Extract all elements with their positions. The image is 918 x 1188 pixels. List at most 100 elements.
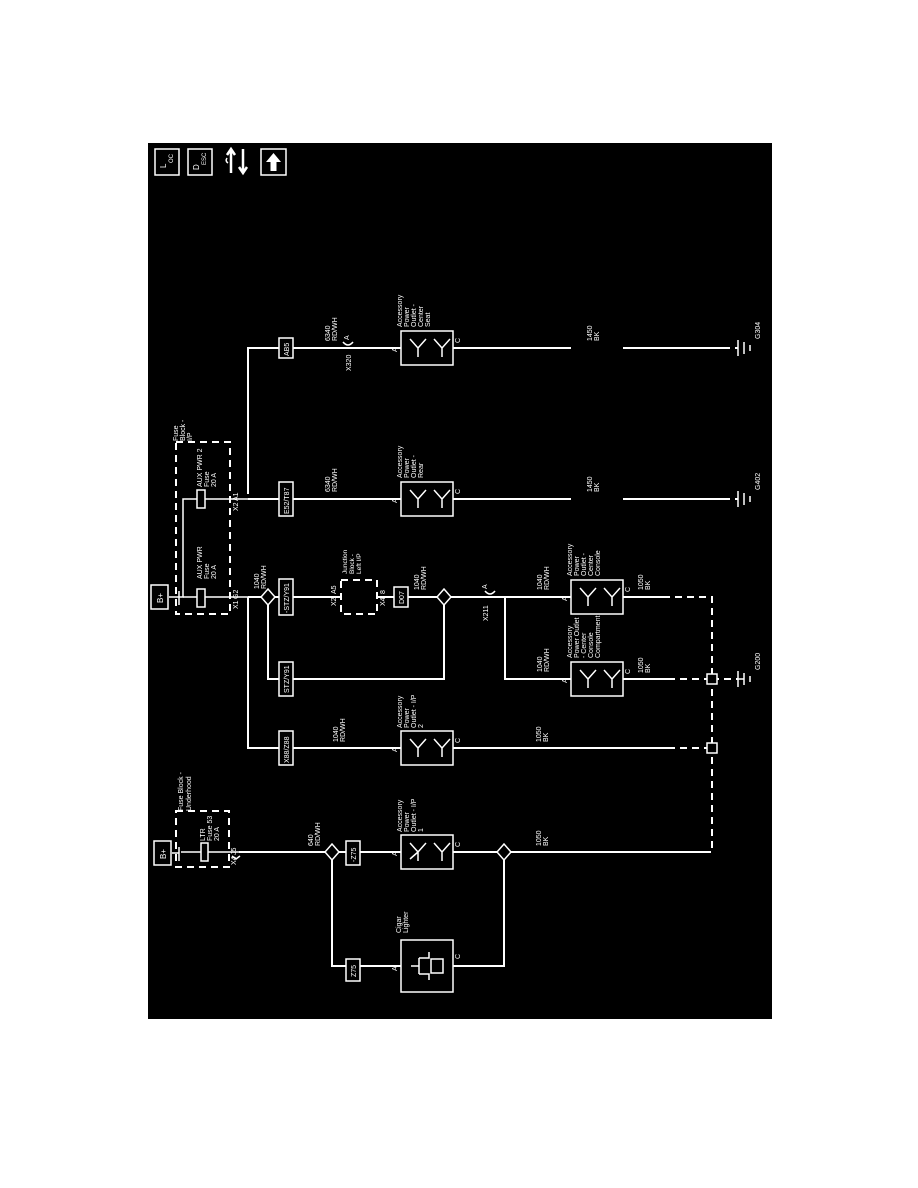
splice-1040-d07 — [436, 587, 452, 607]
wire-label-6340-seat-color: RD/WH — [332, 317, 339, 341]
junction-conn-out: X4 — [380, 597, 387, 606]
fuse-block-ip-title1: Fuse — [173, 425, 180, 441]
aux-pwr-fuse-rating: 20 A — [211, 565, 218, 579]
outlet-cc-title5: Console — [595, 550, 602, 576]
outlet-seat-title3: Outlet - — [411, 303, 418, 327]
opt-not-stz-box — [278, 578, 294, 616]
opt-z75-a-box — [345, 958, 361, 982]
splice-640 — [324, 842, 340, 862]
x211-label: X211 — [483, 605, 490, 621]
junction-pin-in: A5 — [331, 585, 338, 594]
outlet-ip1-title3: Outlet - I/P — [411, 798, 418, 832]
outlet-rear-pin-a: A — [392, 498, 399, 503]
outlet-seat-pin-c: C — [455, 338, 462, 343]
opt-ab5-box — [278, 337, 294, 359]
opt-e52-box — [278, 481, 294, 517]
wire-label-1050-b: 1050 — [536, 726, 543, 742]
desc-icon — [187, 148, 213, 176]
underhood-pin: J5 — [231, 848, 238, 856]
opt-x88-label: X88/Z88 — [284, 736, 291, 763]
ground-g402: G402 — [737, 473, 762, 507]
wire-cigar-ground — [453, 852, 505, 967]
wire-label-1050-a-color: BK — [543, 836, 550, 846]
fuse-block-underhood-title1: Fuse Block - — [178, 771, 185, 811]
wire-label-1050-b-color: BK — [543, 732, 550, 742]
wire-label-1050-d-color: BK — [645, 580, 652, 590]
wire-6340-seat — [247, 347, 571, 494]
outlet-ip2-title1: Accessory — [397, 695, 404, 728]
outlet-ip2-title4: 2 — [418, 724, 425, 728]
opt-d07-label: D07 — [399, 591, 406, 604]
wire-label-1040-jb: 1040 — [414, 574, 421, 590]
outlet-ip1-title2: Power — [404, 811, 411, 832]
ip-pin2: A1 — [233, 492, 240, 501]
wire-label-1040-ip: 1040 — [333, 726, 340, 742]
desc-button[interactable]: D ESC — [187, 148, 213, 176]
x320-conn-symbol — [342, 341, 354, 346]
cigar-pin-c: C — [455, 954, 462, 959]
wire-1040-ip2 — [247, 597, 401, 749]
wires — [239, 347, 738, 967]
aux-pwr2-fuse-name: AUX PWR 2 — [197, 448, 204, 487]
outlet-seat-pin-a: A — [392, 347, 399, 352]
ground-g200: G200 — [737, 653, 762, 687]
outlet-ip1-symbol — [409, 842, 451, 861]
outlet-seat-title1: Accessory — [397, 294, 404, 327]
outlet-comp: Accessory Power Outlet - Center Console … — [562, 616, 632, 697]
outlet-ip2-title3: Outlet - I/P — [411, 694, 418, 728]
wire-label-6340-rear: 6340 — [325, 476, 332, 492]
x211-pin: A — [482, 584, 489, 589]
b-plus-power-2: B+ — [150, 584, 169, 610]
outlet-ip2-title2: Power — [404, 707, 411, 728]
ltr-fuse-symbol — [200, 842, 209, 862]
cigar-lighter: Cigar Lighter A C — [392, 911, 462, 993]
wire-cigar-feed — [331, 852, 401, 967]
ltr-fuse-id: Fuse 53 — [207, 816, 214, 841]
wiring-diagram: L OC D ESC B+ B+ Fuse Block - — [148, 143, 772, 1019]
swap-arrows-button[interactable] — [225, 146, 249, 176]
desc-sub-text: ESC — [202, 152, 208, 165]
wire-label-6340-seat: 6340 — [325, 325, 332, 341]
up-arrow-button[interactable] — [260, 148, 287, 176]
wire-label-1040-fuse-color: RD/WH — [261, 565, 268, 589]
ltr-fuse-rating: 20 A — [214, 827, 221, 841]
underhood-feed-wire — [172, 847, 180, 861]
outlet-comp-title4: Console — [588, 632, 595, 658]
b-plus-power-1: B+ — [153, 840, 172, 866]
option-boxes: Z75 -Z75 X88/Z88 STZ/Y91 -STZ/Y91 D07 E5… — [278, 337, 409, 982]
x211-conn-symbol — [484, 590, 496, 595]
loc-icon — [154, 148, 180, 176]
ground-splice-2 — [706, 673, 718, 685]
outlet-cc-title2: Power — [574, 555, 581, 576]
junction-title3: Left I/P — [356, 553, 363, 574]
wire-label-1040-ip-color: RD/WH — [340, 718, 347, 742]
junction-title2: Block - — [349, 554, 356, 574]
outlet-ip2-pin-a: A — [392, 747, 399, 752]
aux-pwr-fuse-symbol — [196, 588, 206, 608]
aux-pwr2-fuse-rating: 20 A — [211, 473, 218, 487]
aux-pwr-fuse-id: Fuse — [204, 563, 211, 579]
ground-g200-icon — [737, 671, 751, 687]
outlet-cc-title4: Center — [588, 554, 595, 576]
aux-pwr-fuse-name: AUX PWR — [197, 546, 204, 579]
ground-g304: G304 — [737, 322, 762, 356]
opt-d07-box — [393, 586, 409, 608]
wire-labels: 640 RD/WH 1040 RD/WH 1040 RD/WH 1040 RD/… — [254, 317, 652, 846]
fuse-block-ip-title3: I/P — [187, 432, 194, 441]
fuse-block-ip-title2: Block - — [180, 419, 187, 441]
loc-button[interactable]: L OC — [154, 148, 180, 176]
wire-label-1040-cc-color: RD/WH — [544, 566, 551, 590]
outlet-seat-title2: Power — [404, 306, 411, 327]
wire-label-1450-b: 1450 — [587, 325, 594, 341]
ground-g402-label: G402 — [755, 473, 762, 490]
outlet-comp-symbol — [579, 669, 621, 688]
outlet-ip1-title1: Accessory — [397, 799, 404, 832]
outlet-ip1-pin-a: A — [392, 851, 399, 856]
outlet-comp-pin-c: C — [625, 669, 632, 674]
ground-g200-label: G200 — [755, 653, 762, 670]
outlet-seat-symbol — [409, 338, 451, 357]
x320-label: X320 — [346, 355, 353, 371]
outlet-ip2-symbol — [409, 738, 451, 757]
fuse-block-underhood: Fuse Block - Underhood LTR Fuse 53 20 A … — [172, 771, 241, 868]
b-plus-label-2: B+ — [156, 593, 165, 603]
